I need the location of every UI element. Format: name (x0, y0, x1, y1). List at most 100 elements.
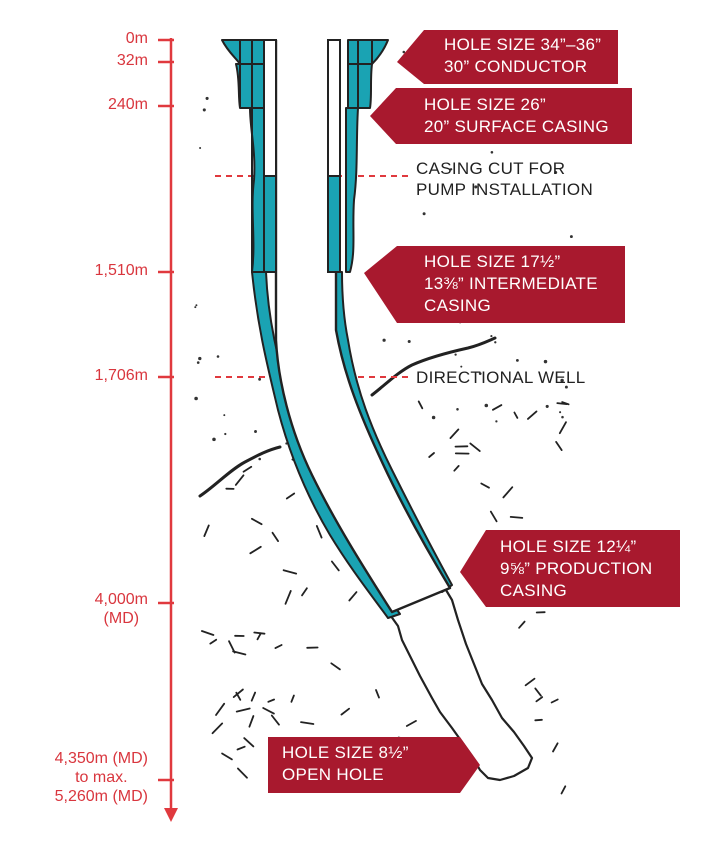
rock-texture-dash (270, 714, 280, 726)
rock-texture-dash (234, 474, 245, 486)
casing-wall-left (263, 39, 277, 177)
rock-texture-dash (330, 662, 341, 671)
rock-texture-dash (274, 644, 283, 649)
depth-axis (158, 38, 178, 822)
surface-casing-cement-right (347, 63, 373, 109)
rock-texture-dash (243, 737, 255, 748)
rock-texture-dash (284, 590, 292, 605)
callout-banner-open-hole (268, 737, 480, 793)
rock-texture-dash (253, 631, 266, 635)
callout-production-casing: HOLE SIZE 12¼” 9⅝” PRODUCTION CASING (500, 537, 653, 600)
rock-texture-dash (558, 421, 567, 435)
rock-texture-dot (545, 404, 549, 408)
rock-texture-dash (518, 620, 526, 629)
rock-texture-dash (236, 745, 246, 751)
rock-texture-dot (490, 335, 493, 338)
rock-texture-dash (340, 707, 351, 716)
rock-texture-dot (561, 415, 564, 419)
rock-texture-dash (256, 632, 262, 641)
rock-texture-dot (484, 403, 489, 408)
rock-texture-dot (402, 50, 406, 54)
rock-texture-dot (543, 359, 548, 364)
rock-texture-dot (460, 365, 463, 368)
rock-texture-dot (478, 372, 482, 375)
callout-banner-conductor (397, 30, 618, 84)
rock-texture-dot (422, 212, 426, 216)
formation-boundary-right (370, 336, 497, 397)
rock-texture-dash (235, 707, 251, 713)
rock-texture-dash (428, 452, 435, 458)
rock-texture-dot (205, 96, 209, 100)
depth-label-1510m: 1,510m (94, 262, 148, 279)
callout-open-hole: HOLE SIZE 8½” OPEN HOLE (282, 743, 409, 784)
rock-texture-dot (560, 378, 564, 383)
rock-texture-dash (527, 410, 538, 420)
rock-texture-dot (198, 356, 202, 361)
callout-conductor: HOLE SIZE 34”–36” 30” CONDUCTOR (444, 35, 602, 76)
rock-texture-dash (560, 785, 567, 795)
rock-texture-dash (534, 687, 542, 697)
rock-texture-dash (236, 767, 248, 779)
production-casing-bore (274, 40, 452, 614)
rock-texture-dash (509, 516, 524, 519)
rock-texture-dash (221, 752, 233, 761)
rock-texture-dash (248, 715, 255, 728)
depth-label-4000m: 4,000m (MD) (94, 591, 148, 627)
rock-texture-dash (550, 698, 559, 704)
rock-texture-dash (242, 465, 253, 473)
rock-texture-dot (196, 361, 200, 364)
rock-texture-dash (417, 400, 424, 410)
rock-texture-dot (199, 146, 202, 150)
rock-texture-dash (449, 428, 460, 440)
rock-texture-dash (203, 524, 210, 537)
rock-texture-dot (554, 171, 558, 174)
rock-texture-dash (209, 638, 218, 645)
rock-texture-dash (480, 482, 490, 489)
depth-axis-arrowhead (164, 808, 178, 822)
rock-texture-dash (285, 492, 296, 500)
rock-texture-dash (534, 718, 543, 722)
depth-label-4350m: 4,350m (MD) to max. 5,260m (MD) (54, 750, 148, 805)
casing-wall-right-below-cut (327, 175, 341, 273)
rock-texture-dot (194, 396, 198, 401)
rock-texture-dot (431, 415, 436, 420)
rock-texture-dash (491, 404, 503, 411)
rock-texture-dot (194, 306, 197, 309)
depth-label-240m: 240m (107, 96, 148, 113)
depth-label-0m: 0m (125, 30, 148, 47)
rock-texture-dash (555, 440, 563, 452)
callout-banner-production-casing (460, 530, 680, 607)
callout-banner-surface-casing (370, 88, 632, 144)
rock-texture-dash (211, 722, 224, 735)
rock-texture-dot (569, 235, 573, 239)
rock-texture-dash (513, 411, 519, 419)
rock-texture-dash (535, 696, 544, 703)
casing-wall-left-below-cut (263, 175, 277, 273)
rock-texture-dot (224, 432, 227, 436)
depth-label-32m: 32m (116, 52, 148, 69)
rock-texture-dash (290, 694, 295, 703)
intermediate-casing-cement-right (345, 107, 359, 273)
conductor-cement-right (347, 39, 389, 65)
rock-texture-dash (375, 689, 380, 699)
rock-texture-dot (202, 108, 206, 112)
rock-texture-dot (418, 188, 421, 191)
rock-texture-dot (258, 457, 262, 461)
rock-texture-dash (200, 630, 215, 636)
rock-texture-dash (330, 560, 340, 572)
rock-texture-dot (195, 304, 198, 307)
rock-texture-dash (524, 677, 536, 687)
rock-texture-dot (382, 338, 386, 342)
rock-texture-dash (271, 531, 280, 542)
rock-texture-dash (267, 698, 276, 703)
rock-texture-dot (564, 385, 568, 389)
callout-intermediate-casing: HOLE SIZE 17½” 13⅜” INTERMEDIATE CASING (424, 252, 598, 315)
formation-boundary-left (198, 445, 282, 498)
annotation-directional-well: DIRECTIONAL WELL (416, 368, 586, 387)
rock-texture-dash (300, 721, 315, 725)
rock-texture-dot (258, 377, 262, 381)
rock-texture-dash (315, 525, 323, 539)
rock-texture-dot (254, 430, 257, 433)
rock-texture-dot (407, 339, 411, 344)
